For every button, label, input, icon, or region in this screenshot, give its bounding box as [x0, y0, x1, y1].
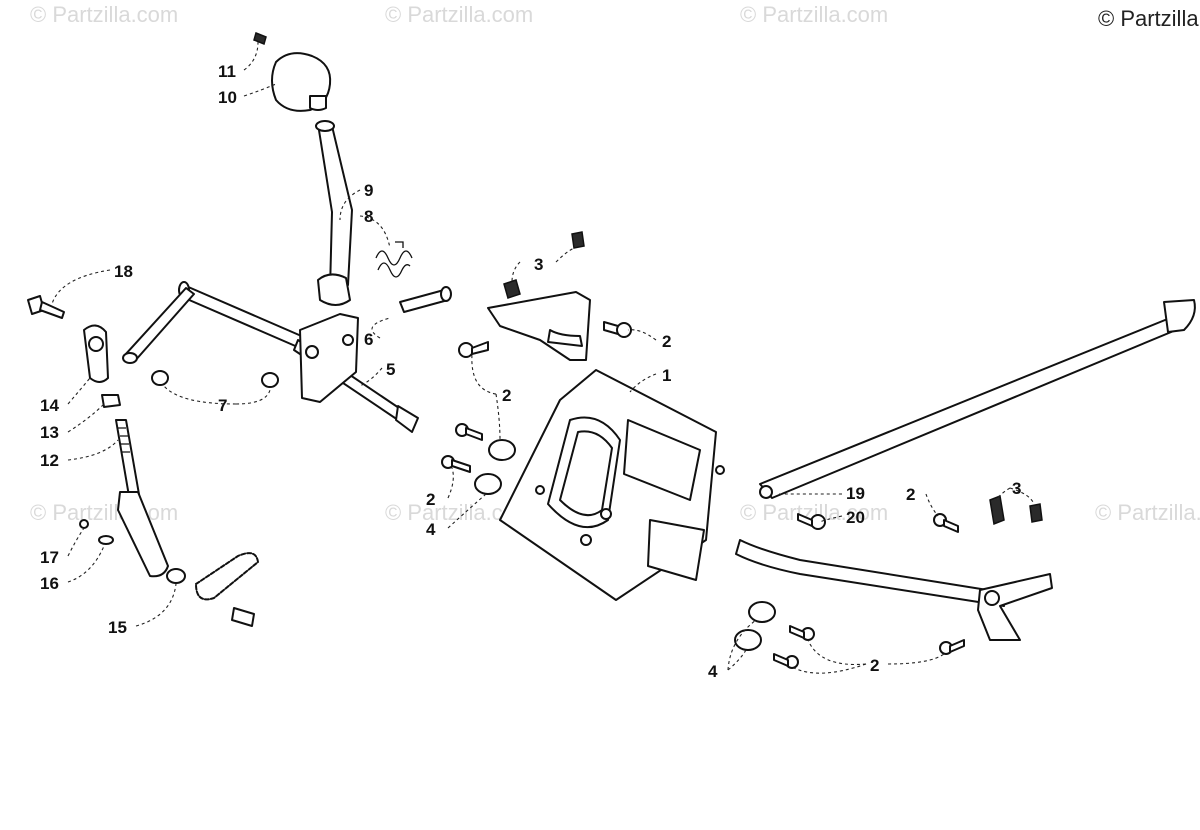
- callout-3: 3: [534, 255, 543, 274]
- callout-12: 12: [40, 451, 59, 470]
- callout-14: 14: [40, 396, 59, 415]
- watermark: © Partzilla.com: [1095, 500, 1200, 525]
- callout-9: 9: [364, 181, 373, 200]
- knob-assembly: [253, 31, 332, 112]
- callout-15: 15: [108, 618, 127, 637]
- watermark: © Partzilla.com: [740, 2, 888, 27]
- watermarks: © Partzilla.com © Partzilla.com © Partzi…: [30, 2, 1200, 525]
- fasteners: [441, 321, 1043, 669]
- callout-6: 6: [364, 330, 373, 349]
- watermark: © Partzilla.com: [385, 2, 533, 27]
- copyright-text: © Partzilla.com: [1098, 6, 1200, 31]
- callout-2: 2: [662, 332, 671, 351]
- leader-lines: [51, 41, 1035, 674]
- callout-3: 3: [1012, 479, 1021, 498]
- watermark: © Partzilla.com: [30, 2, 178, 27]
- pin-6: [399, 286, 452, 313]
- upper-bracket: [487, 231, 591, 361]
- callout-1: 1: [662, 366, 671, 385]
- callout-8: 8: [364, 207, 373, 226]
- callout-4: 4: [426, 520, 436, 539]
- callout-2: 2: [870, 656, 879, 675]
- callout-2: 2: [426, 490, 435, 509]
- callout-2: 2: [906, 485, 915, 504]
- callout-labels: 11 10 9 8 18 6 5 7 14 13 12 17 16 15 3 2…: [40, 62, 1021, 681]
- callout-20: 20: [846, 508, 865, 527]
- shift-lever: [315, 120, 413, 306]
- callout-10: 10: [218, 88, 237, 107]
- watermark: © Partzilla.com: [30, 500, 178, 525]
- rod-end-assembly: [83, 324, 141, 503]
- callout-17: 17: [40, 548, 59, 567]
- bolt-18: [27, 295, 65, 319]
- callout-13: 13: [40, 423, 59, 442]
- callout-18: 18: [114, 262, 133, 281]
- callout-5: 5: [386, 360, 395, 379]
- main-shaft: [122, 281, 419, 433]
- long-rod: [735, 299, 1196, 641]
- callout-7: 7: [218, 396, 227, 415]
- callout-11: 11: [218, 62, 236, 81]
- callout-2: 2: [502, 386, 511, 405]
- callout-19: 19: [846, 484, 865, 503]
- callout-16: 16: [40, 574, 59, 593]
- lower-arm-assembly: [79, 491, 259, 627]
- mounting-plate: [499, 369, 725, 601]
- callout-4: 4: [708, 662, 718, 681]
